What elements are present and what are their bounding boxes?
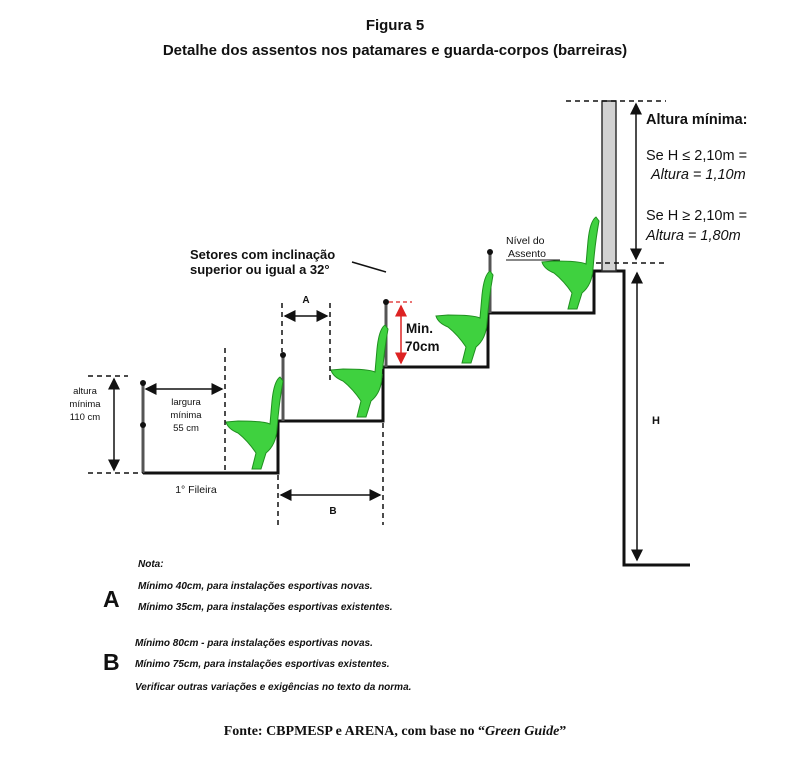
h-label: H — [652, 415, 660, 427]
first-row-label: 1° Fileira — [175, 484, 217, 496]
note-b-line-3: Verificar outras variações e exigências … — [135, 682, 411, 693]
seat-2 — [330, 324, 389, 418]
stair-profile — [143, 269, 690, 567]
rule-1-line-1: Se H ≤ 2,10m = — [646, 148, 747, 164]
figure-label: Figura 5 — [366, 17, 424, 34]
largura-55-line-3: 55 cm — [173, 423, 199, 434]
note-a-line-2: Mínimo 35cm, para instalações esportivas… — [138, 602, 393, 613]
note-b-letter: B — [103, 649, 120, 675]
altura-110-line-3: 110 cm — [70, 412, 101, 423]
figure-title: Detalhe dos assentos nos patamares e gua… — [163, 42, 627, 59]
largura-55-line-1: largura — [171, 397, 201, 408]
rule-2-line-2: Altura = 1,80m — [645, 228, 741, 244]
setores-line-2: superior ou igual a 32° — [190, 262, 330, 277]
dimension-a-label: A — [302, 295, 309, 306]
setores-line-1: Setores com inclinação — [190, 247, 335, 262]
note-b-line-1: Mínimo 80cm - para instalações esportiva… — [135, 638, 373, 649]
balustrades — [140, 249, 493, 473]
dashed-guides — [88, 100, 666, 525]
dimension-b-label: B — [329, 506, 336, 517]
note-title: Nota: — [138, 559, 164, 570]
nivel-assento-line-1: Nível do — [506, 235, 545, 247]
rule-1-line-2: Altura = 1,10m — [650, 167, 746, 183]
seats — [225, 216, 600, 470]
seat-3 — [435, 270, 494, 364]
min-70cm-dimension — [389, 301, 412, 365]
source-citation: Fonte: CBPMESP e ARENA, com base no “Gre… — [224, 724, 567, 739]
note-b-line-2: Mínimo 75cm, para instalações esportivas… — [135, 659, 390, 670]
seat-1 — [225, 376, 284, 470]
min-70cm-line-1: Min. — [406, 321, 433, 336]
rule-2-line-1: Se H ≥ 2,10m = — [646, 208, 747, 224]
altura-minima-title: Altura mínima: — [646, 112, 748, 128]
note-a-letter: A — [103, 586, 120, 612]
altura-110-line-2: mínima — [69, 399, 101, 410]
nivel-assento-line-2: Assento — [508, 248, 546, 260]
seat-4 — [541, 216, 600, 310]
min-70cm-line-2: 70cm — [405, 339, 440, 354]
dimension-arrows — [108, 102, 643, 562]
note-a-line-1: Mínimo 40cm, para instalações esportivas… — [138, 581, 373, 592]
largura-55-line-2: mínima — [170, 410, 202, 421]
altura-110-line-1: altura — [73, 386, 97, 397]
barrier-wall — [601, 100, 617, 272]
